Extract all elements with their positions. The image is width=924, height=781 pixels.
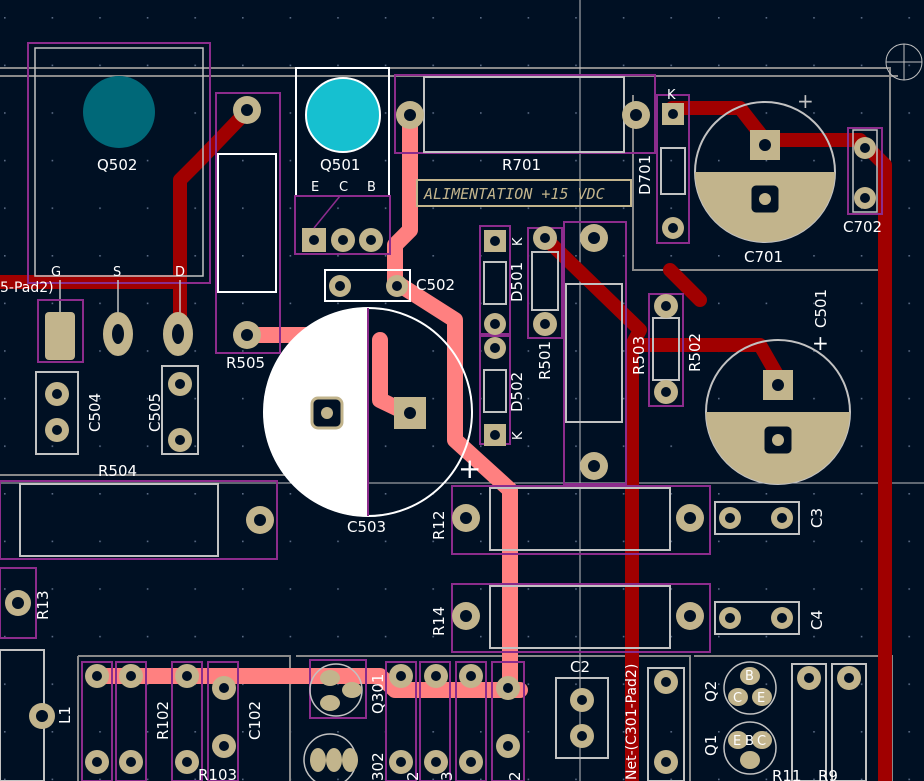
capacitor-c501[interactable]: + <box>705 331 851 485</box>
capacitor-c503[interactable]: + <box>263 307 481 517</box>
diode-d502[interactable] <box>479 335 511 446</box>
pin-label-q1-e: E <box>733 734 741 749</box>
net-label-c301: Net-(C301-Pad2) <box>624 664 640 780</box>
pin-label-q1-c: C <box>757 734 766 749</box>
capacitor-c505[interactable] <box>161 365 199 455</box>
bottom-row-resistors[interactable] <box>81 661 867 781</box>
label-r701: R701 <box>502 156 541 174</box>
label-d701: D701 <box>636 155 654 195</box>
pin-label-c: C <box>339 180 348 195</box>
label-r502: R502 <box>686 333 704 372</box>
label-c502: C502 <box>416 276 455 294</box>
transistor-q1[interactable] <box>723 721 777 775</box>
inductor-l1[interactable] <box>0 649 55 781</box>
resistor-r701[interactable] <box>394 74 656 154</box>
polarity-plus-icon: + <box>812 331 829 355</box>
label-partial-2: 2 <box>404 771 422 781</box>
label-c702: C702 <box>843 218 882 236</box>
pin-label-e: E <box>311 180 319 195</box>
pin-label-s: S <box>113 265 121 280</box>
silk-alimentation: ALIMENTATION +15 VDC <box>423 185 605 203</box>
transistor-q501[interactable] <box>294 67 391 255</box>
label-r11: R11 <box>772 767 802 781</box>
pin-label-g: G <box>51 265 61 280</box>
pin-label-k-d501: K <box>511 237 526 246</box>
label-c4: C4 <box>808 610 826 630</box>
label-r505: R505 <box>226 354 265 372</box>
pin-label-k-d701: K <box>667 88 676 103</box>
capacitor-c701[interactable]: + <box>694 89 836 243</box>
transistor-q502[interactable] <box>27 42 211 363</box>
pin-label-q2-b: B <box>745 669 754 684</box>
label-r103: R103 <box>198 766 237 781</box>
pin-label-d: D <box>175 265 185 280</box>
resistor-r501[interactable] <box>527 226 563 339</box>
label-l1: L1 <box>56 706 74 724</box>
label-c2: C2 <box>570 658 590 676</box>
resistor-r503[interactable] <box>563 221 627 485</box>
pin-label-k-d502: K <box>511 431 526 440</box>
label-r501: R501 <box>536 341 554 380</box>
bottom-row-pads <box>85 664 861 774</box>
silk-alimentation-box <box>416 179 632 207</box>
pin-label-q2-e: E <box>757 691 765 706</box>
resistor-r502[interactable] <box>648 293 684 407</box>
label-q302: 302 <box>369 752 387 781</box>
label-r504: R504 <box>98 462 137 480</box>
transistor-q301[interactable] <box>309 659 367 719</box>
capacitor-c702[interactable] <box>847 127 883 215</box>
front-copper-traces <box>92 107 528 698</box>
label-r102: R102 <box>154 701 172 740</box>
label-r12: R12 <box>430 510 448 540</box>
pin-label-q1-b: B <box>745 734 754 749</box>
label-q1: Q1 <box>702 735 720 756</box>
resistor-r13[interactable] <box>0 567 37 639</box>
label-c102: C102 <box>246 701 264 740</box>
capacitor-c4[interactable] <box>714 601 800 635</box>
label-c701: C701 <box>744 248 783 266</box>
resistor-r505[interactable] <box>215 92 281 354</box>
label-r503: R503 <box>630 336 648 375</box>
label-r9: R9 <box>818 767 838 781</box>
label-c503: C503 <box>347 518 386 536</box>
capacitor-c3[interactable] <box>714 501 800 535</box>
pin-label-q2-c: C <box>733 691 742 706</box>
polarity-plus-icon: + <box>458 452 481 485</box>
transistor-q2[interactable] <box>723 661 777 715</box>
label-q501: Q501 <box>320 156 360 174</box>
label-q301: Q301 <box>369 674 387 714</box>
capacitor-c502[interactable] <box>324 269 411 302</box>
label-q2: Q2 <box>702 681 720 702</box>
net-label-pad2: 5-Pad2) <box>0 280 54 296</box>
label-r13: R13 <box>34 590 52 620</box>
diode-d501[interactable] <box>479 225 511 335</box>
label-q502: Q502 <box>97 156 137 174</box>
resistor-r14[interactable] <box>451 583 711 653</box>
transistor-q302[interactable] <box>303 733 358 781</box>
resistor-r504[interactable] <box>0 480 278 560</box>
label-d501: D501 <box>508 262 526 302</box>
label-partial-2b: 2 <box>506 771 524 781</box>
label-partial-3: 3 <box>438 771 456 781</box>
diode-d701[interactable] <box>656 94 690 244</box>
label-d502: D502 <box>508 372 526 412</box>
polarity-plus-icon: + <box>797 89 814 113</box>
capacitor-c504[interactable] <box>35 371 79 455</box>
label-r14: R14 <box>430 606 448 636</box>
resistor-r12[interactable] <box>451 485 711 555</box>
pin-label-b: B <box>367 180 376 195</box>
label-c505: C505 <box>146 393 164 432</box>
label-c504: C504 <box>86 393 104 432</box>
label-c501: C501 <box>812 289 830 328</box>
label-c3: C3 <box>808 508 826 528</box>
